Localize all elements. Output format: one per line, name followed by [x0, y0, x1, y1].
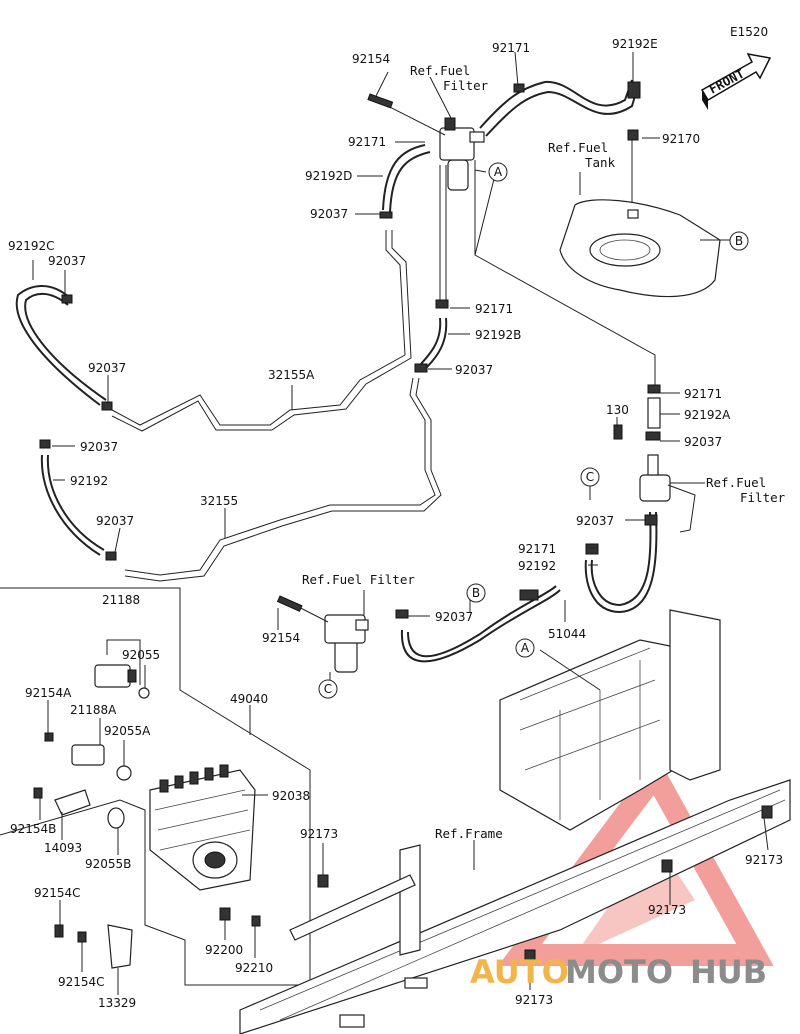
pn-92171-mid: 92171 — [475, 302, 513, 316]
pn-92037-b: 92037 — [455, 363, 493, 377]
fuel-filter-left — [324, 614, 369, 673]
ref-fuel-tank-2: Tank — [585, 155, 616, 170]
pn-21188: 21188 — [102, 593, 140, 607]
pn-92192D: 92192D — [305, 169, 352, 183]
pn-92154C-b: 92154C — [58, 975, 105, 989]
pn-32155A: 32155A — [268, 368, 315, 382]
pn-92192-pump: 92192 — [518, 559, 556, 573]
pn-49040: 49040 — [230, 692, 268, 706]
pn-92154C-a: 92154C — [34, 886, 81, 900]
pipe-32155A — [111, 230, 406, 426]
pn-92192B: 92192B — [475, 328, 521, 342]
hose-92192A — [647, 397, 661, 429]
hose-92192 — [40, 454, 101, 556]
pn-92154-mid: 92154 — [262, 631, 300, 645]
ref-fuel-filter-right-1: Ref.Fuel — [706, 475, 766, 490]
pn-92154A: 92154A — [25, 686, 72, 700]
clamp-92170 — [627, 129, 639, 141]
watermark-text: AUTO MOTO HUB — [470, 953, 767, 991]
front-label: FRONT — [706, 66, 746, 97]
pn-92055A: 92055A — [104, 724, 151, 738]
pn-92055: 92055 — [122, 648, 160, 662]
pn-92037-c: 92037 — [48, 254, 86, 268]
diagram-code: E1520 — [730, 25, 768, 39]
pn-32155: 32155 — [200, 494, 238, 508]
callout-c-filter: C — [324, 682, 332, 696]
pn-92037-d: 92037 — [310, 207, 348, 221]
hose-51044 — [400, 589, 561, 663]
callout-b-tank: B — [735, 234, 743, 248]
pipe-32155 — [124, 377, 436, 576]
callout-c-pump: C — [586, 470, 594, 484]
pn-13329: 13329 — [98, 996, 136, 1010]
pn-14093: 14093 — [44, 841, 82, 855]
ref-fuel-filter-top-1: Ref.Fuel — [410, 63, 470, 78]
pn-92192A: 92192A — [684, 408, 731, 422]
bracket-13329 — [54, 924, 133, 969]
pn-92173-mid: 92173 — [648, 903, 686, 917]
callout-a-frame: A — [521, 641, 530, 655]
injection-pump-49040 — [149, 764, 256, 891]
pn-92037-filter2: 92037 — [435, 610, 473, 624]
fuel-filter-top — [439, 117, 485, 191]
solenoid-21188A — [71, 744, 132, 781]
pn-21188A: 21188A — [70, 703, 117, 717]
svg-text:MOTO: MOTO — [565, 953, 673, 991]
callout-a-top: A — [494, 165, 503, 179]
nut-92200 — [219, 907, 231, 921]
ref-frame: Ref.Frame — [435, 826, 503, 841]
pn-92171-filter: 92171 — [348, 135, 386, 149]
pn-92037-left: 92037 — [88, 361, 126, 375]
fuel-tank — [559, 199, 721, 298]
pn-92170: 92170 — [662, 132, 700, 146]
frame — [239, 609, 791, 1034]
pn-92171-top: 92171 — [492, 41, 530, 55]
hose-92192-pump — [590, 511, 652, 607]
pn-92055B: 92055B — [85, 857, 131, 871]
pn-92154-top: 92154 — [352, 52, 390, 66]
callout-b-hose: B — [472, 586, 480, 600]
svg-text:HUB: HUB — [690, 953, 767, 991]
ref-fuel-filter-top-2: Filter — [443, 78, 489, 93]
pn-92154B: 92154B — [10, 822, 56, 836]
pn-92037-left3: 92037 — [96, 514, 134, 528]
pn-92037-pump: 92037 — [576, 514, 614, 528]
fuel-filter-right — [639, 454, 696, 533]
ref-fuel-filter-right-2: Filter — [740, 490, 786, 505]
hose-92192C — [15, 285, 101, 406]
bracket-14093 — [33, 787, 125, 829]
washer-92210 — [251, 915, 261, 927]
pn-92171-pump: 92171 — [518, 542, 556, 556]
pn-92173-right: 92173 — [745, 853, 783, 867]
bolt-130 — [613, 424, 623, 440]
pn-92173-left: 92173 — [300, 827, 338, 841]
pn-92038: 92038 — [272, 789, 310, 803]
hose-92192E — [479, 79, 633, 129]
ref-fuel-filter-left: Ref.Fuel Filter — [302, 572, 415, 587]
pn-92192E: 92192E — [612, 37, 658, 51]
bolt-92154 — [367, 93, 394, 109]
pn-92037-left2: 92037 — [80, 440, 118, 454]
pn-92173-bottom: 92173 — [515, 993, 553, 1007]
solenoid-21188 — [94, 664, 150, 699]
pn-130: 130 — [606, 403, 629, 417]
pn-92200: 92200 — [205, 943, 243, 957]
pn-92210: 92210 — [235, 961, 273, 975]
injection-pump-outline — [0, 587, 311, 986]
pn-92192C: 92192C — [8, 239, 55, 253]
pn-51044: 51044 — [548, 627, 586, 641]
pn-92037-right: 92037 — [684, 435, 722, 449]
pn-92171-right: 92171 — [684, 387, 722, 401]
svg-text:AUTO: AUTO — [470, 953, 569, 991]
ref-fuel-tank-1: Ref.Fuel — [548, 140, 608, 155]
front-arrow-icon: FRONT — [700, 52, 772, 110]
hose-92192B — [419, 317, 442, 366]
hose-92192D — [382, 144, 426, 211]
pn-92192: 92192 — [70, 474, 108, 488]
